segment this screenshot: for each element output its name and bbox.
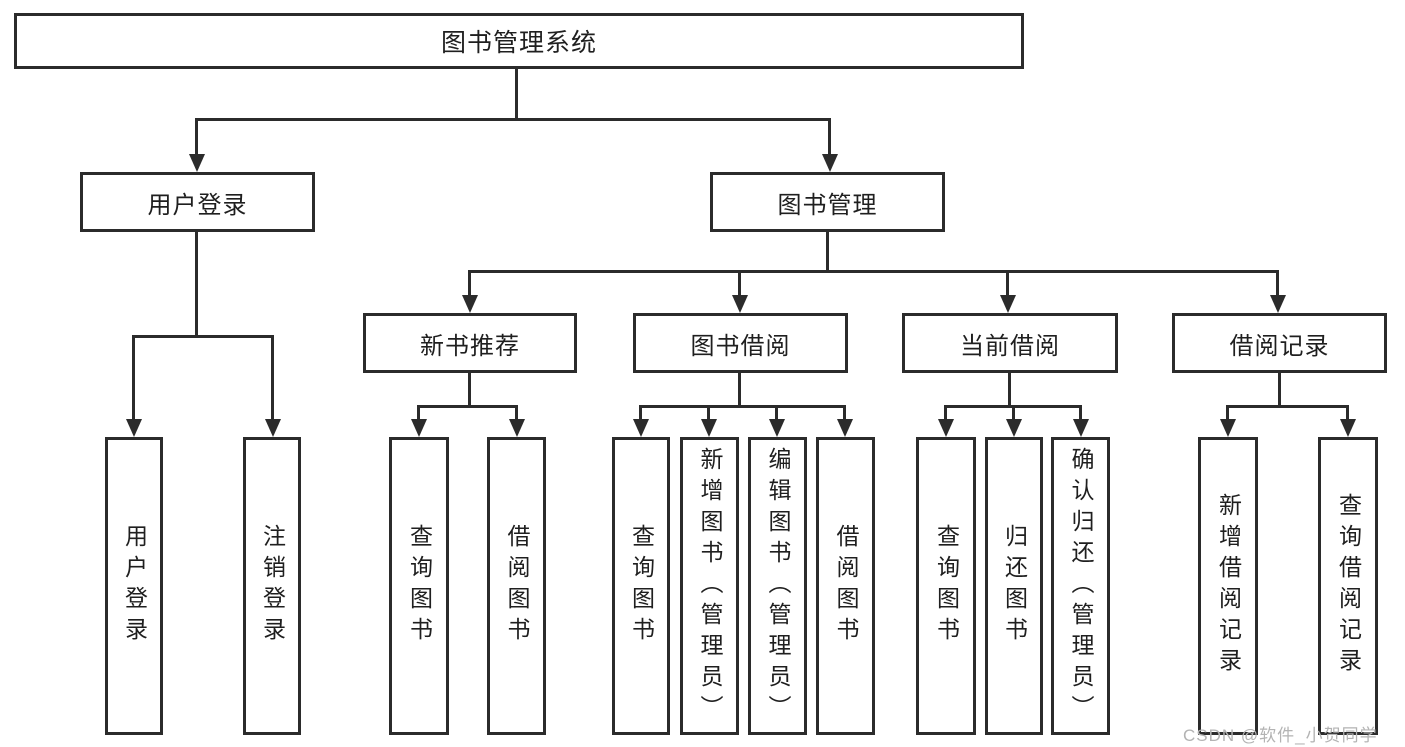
node-add-borrow-record: 新增借阅记录: [1198, 437, 1258, 735]
connector-stem: [468, 270, 471, 298]
node-label: 借阅记录: [1229, 332, 1330, 360]
node-label: 新增借阅记录: [1215, 493, 1242, 679]
node-book-borrow: 图书借阅: [633, 313, 848, 373]
arrow-down-icon: [1270, 295, 1286, 313]
connector-horizontal: [469, 270, 1279, 273]
node-label: 新增图书（管理员）: [697, 446, 723, 726]
connector-stem: [843, 405, 846, 421]
node-add-books-admin: 新增图书（管理员）: [680, 437, 739, 735]
arrow-down-icon: [633, 419, 649, 437]
node-label: 用户登录: [147, 191, 248, 219]
node-label: 借阅图书: [833, 524, 859, 648]
node-current-borrow: 当前借阅: [902, 313, 1118, 373]
arrow-down-icon: [411, 419, 427, 437]
node-library-system: 图书管理系统: [14, 13, 1024, 69]
arrow-down-icon: [1340, 419, 1356, 437]
connector-stem: [707, 405, 710, 421]
node-label: 编辑图书（管理员）: [765, 446, 791, 726]
node-label: 查询图书: [933, 524, 960, 648]
arrow-down-icon: [938, 419, 954, 437]
node-new-book-recommend: 新书推荐: [363, 313, 577, 373]
node-confirm-return-admin: 确认归还（管理员）: [1051, 437, 1110, 735]
connector-stem: [826, 232, 829, 272]
connector-stem: [132, 335, 135, 421]
node-query-books-recommend: 查询图书: [389, 437, 449, 735]
connector-stem: [195, 118, 198, 156]
arrow-down-icon: [769, 419, 785, 437]
arrow-down-icon: [509, 419, 525, 437]
arrow-down-icon: [1000, 295, 1016, 313]
connector-stem: [944, 405, 947, 421]
node-user-login-action: 用户登录: [105, 437, 163, 735]
arrow-down-icon: [1073, 419, 1089, 437]
node-label: 新书推荐: [420, 332, 520, 360]
connector-horizontal: [133, 335, 274, 338]
arrow-down-icon: [1220, 419, 1236, 437]
node-label: 图书管理: [777, 191, 878, 219]
node-borrow-records: 借阅记录: [1172, 313, 1387, 373]
node-return-books: 归还图书: [985, 437, 1043, 735]
connector-stem: [828, 118, 831, 156]
connector-horizontal: [640, 405, 846, 408]
node-book-management: 图书管理: [710, 172, 945, 232]
node-user-login: 用户登录: [80, 172, 315, 232]
connector-stem: [1008, 373, 1011, 408]
connector-horizontal: [418, 405, 518, 408]
connector-stem: [775, 405, 778, 421]
connector-stem: [639, 405, 642, 421]
arrow-down-icon: [1006, 419, 1022, 437]
arrow-down-icon: [126, 419, 142, 437]
connector-stem: [1276, 270, 1279, 298]
node-query-books-borrow: 查询图书: [612, 437, 670, 735]
node-label: 查询借阅记录: [1335, 493, 1362, 679]
connector-stem: [738, 373, 741, 408]
connector-stem: [417, 405, 420, 421]
node-query-borrow-record: 查询借阅记录: [1318, 437, 1378, 735]
node-label: 图书管理系统: [440, 29, 597, 57]
node-label: 借阅图书: [504, 524, 530, 648]
arrow-down-icon: [189, 154, 205, 172]
node-label: 查询图书: [628, 524, 655, 648]
node-label: 归还图书: [1001, 524, 1028, 648]
node-borrow-books-recommend: 借阅图书: [487, 437, 546, 735]
node-borrow-books-borrow: 借阅图书: [816, 437, 875, 735]
connector-stem: [1079, 405, 1082, 421]
watermark-text: CSDN @软件_小贺同学: [1183, 726, 1378, 745]
connector-trunk: [515, 68, 518, 120]
arrow-down-icon: [701, 419, 717, 437]
connector-stem: [1012, 405, 1015, 421]
arrow-down-icon: [822, 154, 838, 172]
node-label: 查询图书: [406, 524, 433, 648]
connector-horizontal: [1227, 405, 1349, 408]
connector-stem: [195, 232, 198, 338]
node-label: 注销登录: [259, 524, 286, 648]
node-label: 当前借阅: [960, 332, 1060, 360]
connector-stem: [1006, 270, 1009, 298]
arrow-down-icon: [265, 419, 281, 437]
connector-stem: [271, 335, 274, 421]
arrow-down-icon: [837, 419, 853, 437]
connector-stem: [1346, 405, 1349, 421]
connector-stem: [515, 405, 518, 421]
node-query-books-current: 查询图书: [916, 437, 976, 735]
node-label: 确认归还（管理员）: [1068, 446, 1094, 726]
connector-stem: [738, 270, 741, 298]
connector-stem: [1278, 373, 1281, 408]
node-logout-action: 注销登录: [243, 437, 301, 735]
arrow-down-icon: [732, 295, 748, 313]
connector-stem: [1226, 405, 1229, 421]
arrow-down-icon: [462, 295, 478, 313]
connector-horizontal: [196, 118, 831, 121]
node-label: 用户登录: [121, 524, 148, 648]
node-label: 图书借阅: [690, 332, 791, 360]
connector-stem: [468, 373, 471, 408]
node-edit-books-admin: 编辑图书（管理员）: [748, 437, 807, 735]
